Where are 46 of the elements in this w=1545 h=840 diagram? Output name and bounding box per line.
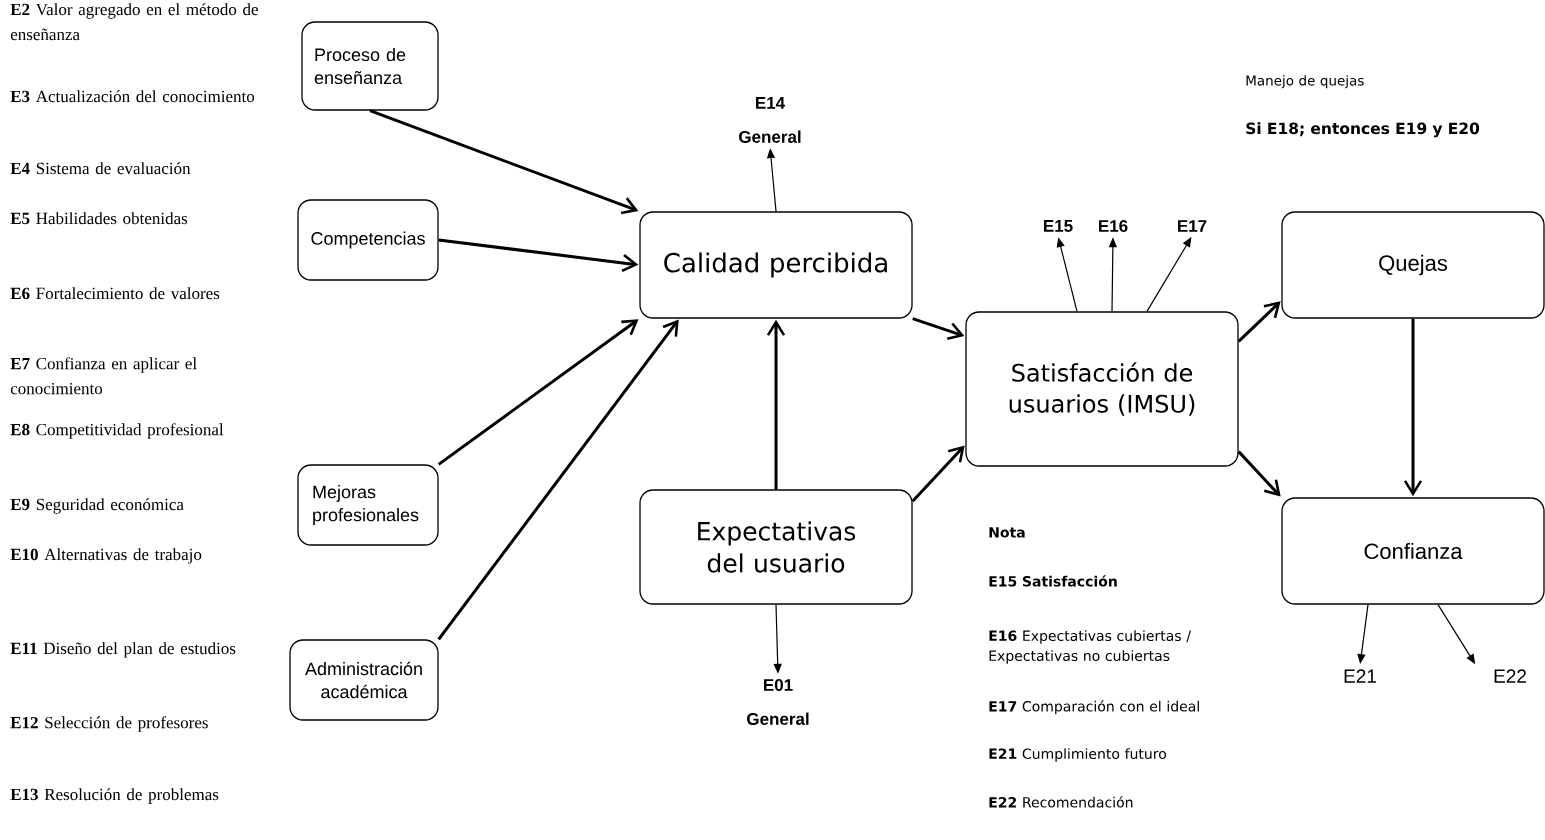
arrow <box>912 317 965 340</box>
arrow <box>911 445 965 503</box>
note-text: E3 Actualización del conocimiento <box>10 90 255 103</box>
process-box: Mejoras profesionales <box>297 464 439 546</box>
note-text: E17 Comparación con el ideal <box>989 700 1199 715</box>
note-text: E21 Cumplimiento futuro <box>989 748 1167 762</box>
indicator-text: E16 <box>1099 220 1128 232</box>
indicator-text: E21 <box>1344 669 1376 683</box>
process-box: Proceso de enseñanza <box>301 21 439 111</box>
note-text: E2 Valor agregado en el método de enseñanza <box>10 3 258 41</box>
note-text: Nota <box>989 527 1025 538</box>
note-text: E5 Habilidades obtenidas <box>10 212 188 225</box>
note-text: E8 Competitividad profesional <box>10 423 224 439</box>
note-text: E15 Satisfacción <box>989 575 1117 587</box>
arrow <box>437 319 679 641</box>
arrow <box>437 319 639 466</box>
process-box: Calidad percibida <box>639 211 913 319</box>
indicator-text: E15 <box>1044 220 1073 232</box>
process-box: Expectativas del usuario <box>639 489 913 605</box>
arrow <box>766 319 786 490</box>
note-text: E9 Seguridad económica <box>10 498 184 514</box>
indicator-text: E01 General <box>747 679 809 725</box>
note-text: E12 Selección de profesores <box>10 716 208 732</box>
arrow <box>369 109 639 215</box>
process-box: Competencias <box>297 199 439 281</box>
process-box: Confianza <box>1281 497 1545 605</box>
arrow <box>1403 318 1423 497</box>
note-text: E16 Expectativas cubiertas / Expectativas no cubiertas <box>989 630 1191 664</box>
note-text: E7 Confianza en aplicar el conocimiento <box>10 357 197 395</box>
note-text: Si E18; entonces E19 y E20 <box>1246 122 1480 138</box>
note-text: E4 Sistema de evaluación <box>10 162 191 175</box>
arrow <box>1237 450 1281 497</box>
indicator-text: E22 <box>1494 669 1526 683</box>
note-text: E13 Resolución de problemas <box>10 788 219 804</box>
note-text: E11 Diseño del plan de estudios <box>10 642 236 658</box>
note-text: E10 Alternativas de trabajo <box>10 548 202 564</box>
process-box: Administración académica <box>289 639 439 721</box>
note-text: E6 Fortalecimiento de valores <box>10 287 220 300</box>
process-box: Satisfacción de usuarios (IMSU) <box>965 311 1239 467</box>
process-box: Quejas <box>1281 211 1545 319</box>
indicator-text: E17 <box>1178 220 1207 232</box>
note-text: E22 Recomendación <box>989 796 1133 808</box>
note-text: Manejo de quejas <box>1246 75 1364 89</box>
arrow <box>1237 301 1281 343</box>
arrow <box>438 238 639 273</box>
indicator-text: E14 General <box>739 97 801 143</box>
